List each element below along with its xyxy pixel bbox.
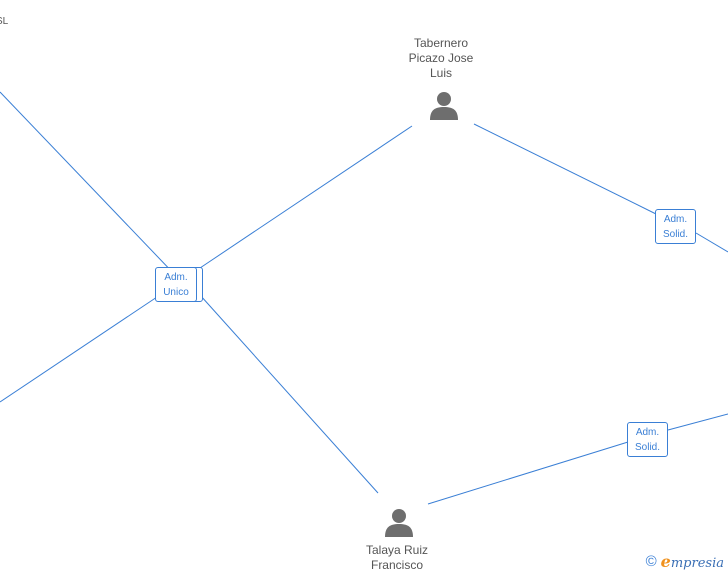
edge-center-to-bottom-person <box>199 294 379 494</box>
person-icon[interactable] <box>429 90 459 120</box>
person-icon[interactable] <box>384 507 414 537</box>
role-badge-adm-solid-top[interactable]: Adm. Solid. <box>655 209 696 244</box>
person-name-top[interactable]: Tabernero Picazo Jose Luis <box>408 36 474 80</box>
edge-topleft-to-center <box>0 91 179 279</box>
edge-center-to-top-person <box>199 125 413 269</box>
edge-solid-to-right-bottom <box>667 413 728 431</box>
edge-solid-to-right <box>695 232 728 253</box>
copyright-icon: © <box>645 553 657 570</box>
role-badge-adm-unico[interactable]: Adm. Unico <box>155 267 197 302</box>
brand-watermark: © empresia <box>646 552 724 571</box>
brand-logo: empresia <box>660 552 724 571</box>
person-name-bottom[interactable]: Talaya Ruiz Francisco <box>365 543 429 572</box>
edge-left-to-center <box>0 294 161 403</box>
edge-top-person-to-solid <box>473 123 657 215</box>
role-badge-adm-solid-bottom[interactable]: Adm. Solid. <box>627 422 668 457</box>
edge-bottom-person-to-solid <box>427 441 629 505</box>
clipped-company-label: SL <box>0 16 9 27</box>
